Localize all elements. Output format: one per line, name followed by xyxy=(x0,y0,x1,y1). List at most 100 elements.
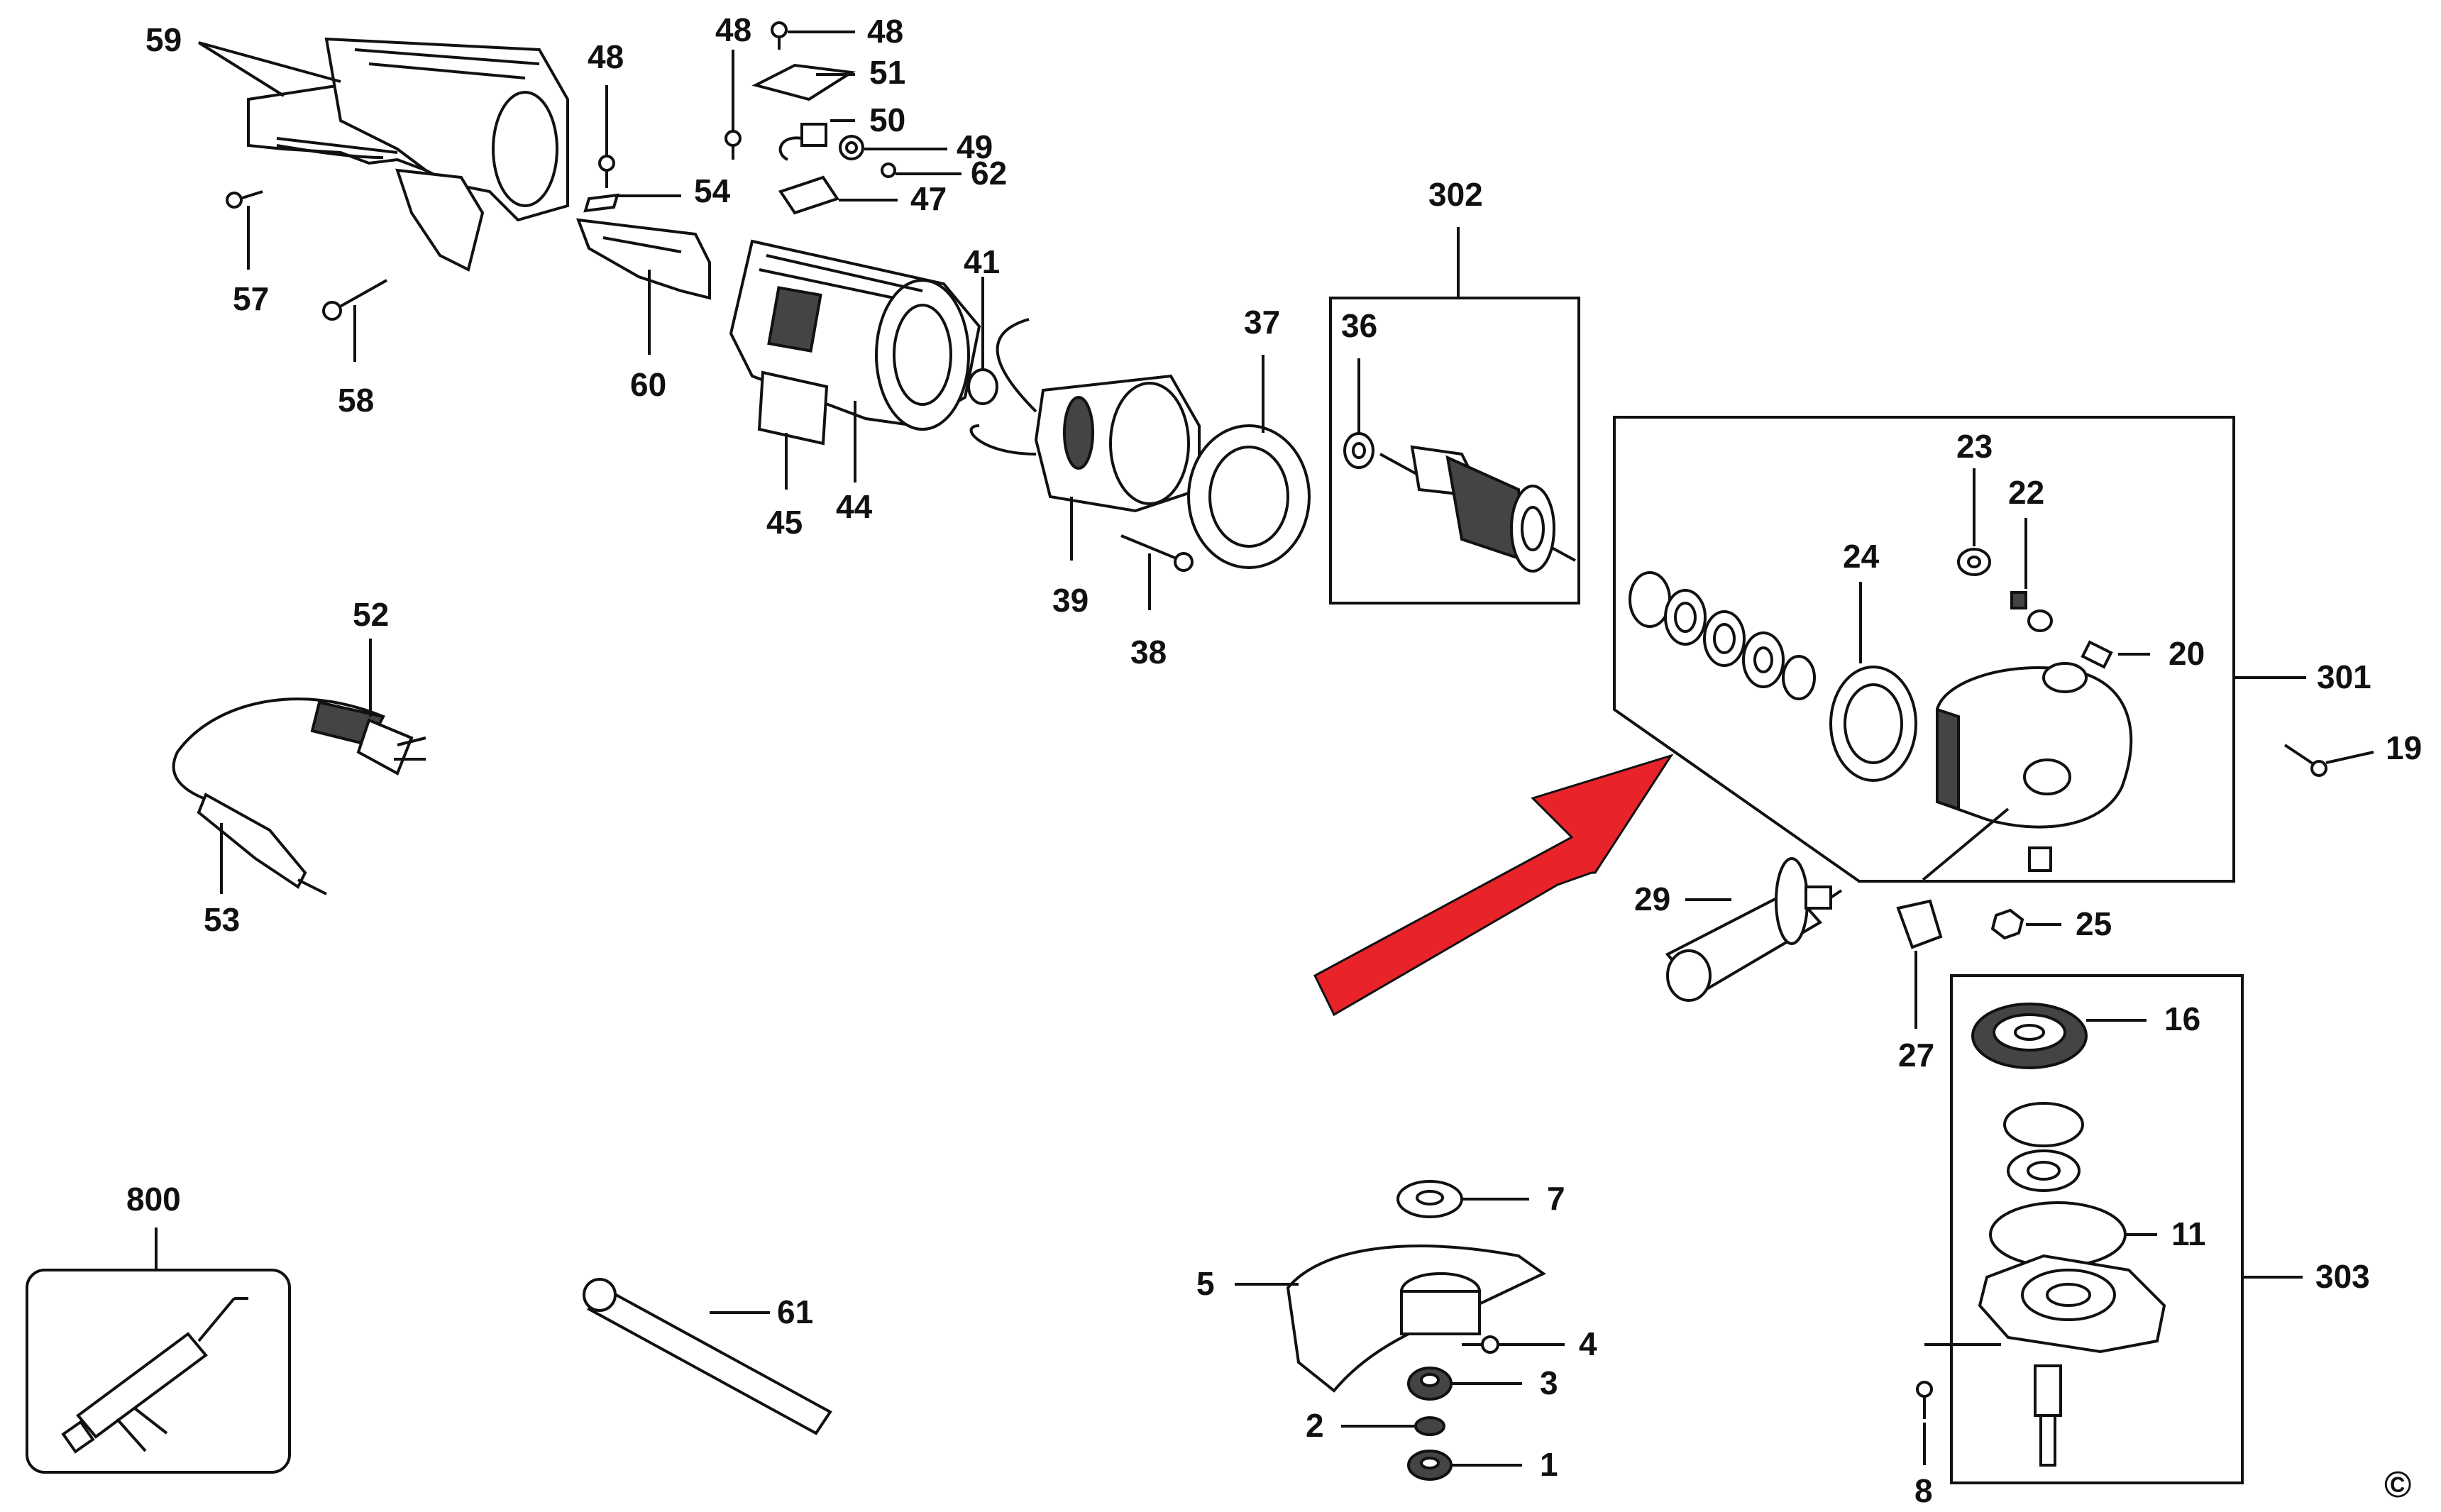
part-48-screw-mid xyxy=(724,130,742,160)
label-5: 5 xyxy=(1196,1265,1215,1302)
part-5-guard xyxy=(1286,1245,1546,1393)
label-39: 39 xyxy=(1052,582,1089,619)
label-47: 47 xyxy=(910,180,947,217)
label-24: 24 xyxy=(1843,538,1880,575)
label-11: 11 xyxy=(2171,1215,2206,1252)
part-36-bearing xyxy=(1343,432,1374,469)
label-36: 36 xyxy=(1341,307,1377,344)
part-16-bevel-gear xyxy=(1971,1003,2088,1069)
part-39-field-coil xyxy=(969,318,1201,513)
label-16: 16 xyxy=(2164,1000,2200,1037)
part-20-button xyxy=(2081,640,2113,669)
part-50-brush xyxy=(778,123,827,161)
label-301: 301 xyxy=(2317,658,2371,695)
part-59-handle-housing xyxy=(247,37,569,272)
label-25: 25 xyxy=(2076,905,2112,942)
box-301 xyxy=(1613,416,2235,883)
part-301-gear-housing xyxy=(1936,662,2133,829)
part-41-ring xyxy=(967,368,998,405)
label-37: 37 xyxy=(1244,304,1280,341)
part-303-spindle xyxy=(2034,1364,2062,1467)
part-53-cord-end xyxy=(197,793,327,895)
part-62-screw xyxy=(881,162,896,178)
part-23-bushing xyxy=(1957,548,1991,576)
part-1-nut xyxy=(1407,1450,1453,1481)
label-54: 54 xyxy=(694,172,731,209)
label-52: 52 xyxy=(353,596,389,633)
part-54-clip xyxy=(583,193,619,213)
label-48c: 48 xyxy=(715,11,751,48)
part-61-spanner xyxy=(583,1278,832,1435)
label-1: 1 xyxy=(1540,1446,1558,1483)
part-301-bearings-rings xyxy=(1629,571,1816,700)
part-51-cover xyxy=(751,63,856,101)
part-7-flange xyxy=(1396,1180,1463,1218)
label-38: 38 xyxy=(1130,634,1167,671)
label-23: 23 xyxy=(1956,428,1993,465)
part-38-screw xyxy=(1120,534,1194,572)
leader-19 xyxy=(2325,751,2374,764)
part-45-nameplate xyxy=(757,370,829,446)
label-4: 4 xyxy=(1579,1325,1597,1362)
label-29: 29 xyxy=(1634,881,1670,917)
label-53: 53 xyxy=(204,901,240,938)
part-49-spring xyxy=(839,135,864,160)
red-arrow-pointer xyxy=(1313,754,1674,1017)
part-303-flange xyxy=(1978,1254,2166,1354)
part-22-spring xyxy=(2010,591,2053,632)
leader-59a xyxy=(197,41,285,97)
part-48-screw-top xyxy=(771,21,788,50)
part-37-baffle xyxy=(1187,424,1311,569)
label-800: 800 xyxy=(126,1181,181,1218)
label-57: 57 xyxy=(233,280,269,317)
label-2: 2 xyxy=(1306,1407,1324,1444)
label-45: 45 xyxy=(766,504,803,541)
label-61: 61 xyxy=(777,1293,813,1330)
label-49: 49 xyxy=(957,128,993,165)
part-2-washer xyxy=(1414,1416,1445,1436)
part-3-flange xyxy=(1407,1367,1453,1401)
part-29-side-handle xyxy=(1665,857,1843,1002)
label-7: 7 xyxy=(1547,1180,1565,1217)
label-58: 58 xyxy=(338,382,374,419)
part-58-screw xyxy=(322,279,387,321)
part-47-brush-holder xyxy=(778,175,840,215)
part-302-armature xyxy=(1379,445,1576,573)
part-48-screw-left xyxy=(598,155,615,188)
label-20: 20 xyxy=(2169,635,2205,672)
part-57-screw xyxy=(226,190,263,209)
part-27-pinion xyxy=(1896,846,2052,949)
part-303-circlip xyxy=(2003,1102,2084,1147)
label-22: 22 xyxy=(2008,474,2044,511)
label-59: 59 xyxy=(145,21,182,58)
part-24-gear-ring xyxy=(1829,666,1917,782)
part-52-cord-plug xyxy=(172,697,426,803)
part-25-nut xyxy=(1990,908,2024,940)
box-800 xyxy=(26,1269,291,1474)
label-62: 62 xyxy=(971,155,1007,192)
label-302: 302 xyxy=(1428,176,1483,213)
leader-59b xyxy=(198,41,341,83)
label-19: 19 xyxy=(2386,729,2422,766)
part-60-switch xyxy=(575,218,711,300)
part-4-screw xyxy=(1462,1335,1499,1354)
box-303 xyxy=(1950,974,2244,1484)
part-8-screw xyxy=(1916,1381,1933,1419)
part-303-bearing xyxy=(2007,1149,2081,1192)
label-44: 44 xyxy=(836,488,873,525)
label-8: 8 xyxy=(1914,1472,1933,1509)
label-48b: 48 xyxy=(867,13,903,50)
label-60: 60 xyxy=(630,366,666,403)
label-41: 41 xyxy=(964,243,1000,280)
label-27: 27 xyxy=(1898,1037,1934,1074)
label-303: 303 xyxy=(2315,1258,2370,1295)
box-302 xyxy=(1329,297,1580,605)
label-50: 50 xyxy=(869,101,905,138)
copyright-mark: © xyxy=(2384,1464,2411,1506)
part-19-screw xyxy=(2283,744,2327,777)
label-48a: 48 xyxy=(588,38,624,75)
leader-301-inner xyxy=(1922,807,2010,881)
part-800-grease-gun xyxy=(61,1297,248,1454)
label-3: 3 xyxy=(1540,1364,1558,1401)
